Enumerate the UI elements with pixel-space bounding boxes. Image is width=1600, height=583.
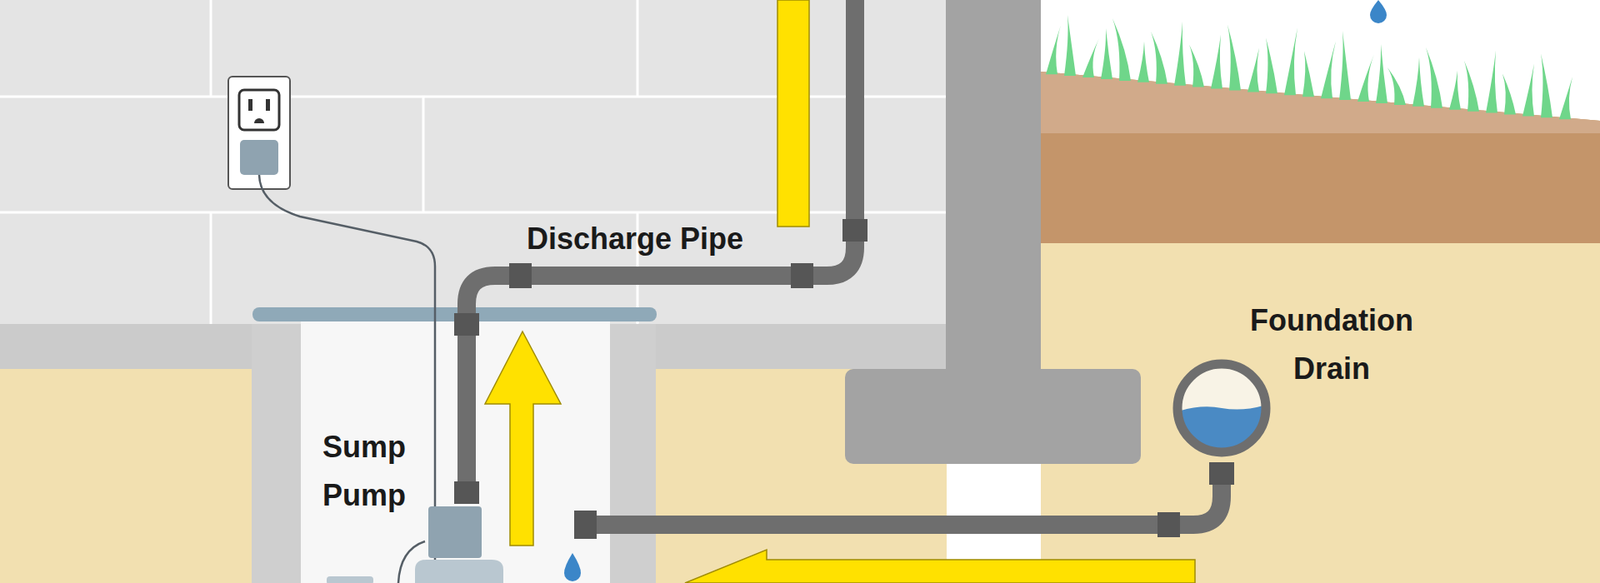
float-wire — [398, 541, 425, 583]
footing — [845, 369, 1141, 465]
grass-blade — [1540, 53, 1553, 118]
drain-pipe — [583, 462, 1222, 525]
grass-blade — [1339, 30, 1351, 100]
grass-blade — [1320, 40, 1336, 99]
grass-blade — [1425, 47, 1443, 109]
grass-blade — [1502, 74, 1516, 115]
soil-sand — [1040, 71, 1600, 583]
flow-arrow — [485, 331, 561, 546]
outlet-slot — [265, 99, 270, 111]
flow-arrow — [685, 550, 1195, 583]
wall-outlet — [228, 76, 290, 190]
grass-blade — [1082, 38, 1100, 78]
grass-blade — [1064, 15, 1076, 76]
sump-pit — [300, 321, 610, 583]
pump-body — [415, 560, 504, 583]
grass-blade — [1227, 24, 1241, 90]
outlet-face — [239, 90, 280, 130]
grass-blade — [1150, 31, 1168, 85]
grass-blade — [1357, 54, 1375, 102]
float-switch — [326, 576, 374, 583]
grass-blade — [1189, 45, 1205, 88]
part-label: Sump Pump — [305, 423, 423, 520]
pump-motor — [428, 506, 482, 559]
grass-blade — [1112, 18, 1131, 81]
soil-top — [1040, 71, 1600, 134]
grass-blade — [1284, 27, 1298, 95]
grass-blade — [1522, 63, 1535, 116]
grass-blade — [1210, 35, 1223, 90]
grass-blade — [1265, 37, 1278, 94]
grass-blade — [1449, 70, 1461, 110]
plug — [240, 140, 279, 175]
grass-blade — [1412, 57, 1425, 107]
grass-blade — [1302, 50, 1315, 97]
grass-blade — [1464, 60, 1480, 112]
water-drop — [1370, 0, 1387, 24]
water-drop — [564, 553, 581, 582]
grass-blade — [1100, 28, 1113, 80]
grass — [1045, 15, 1573, 120]
pipe-couplings — [454, 219, 868, 505]
grass-blade — [1045, 25, 1061, 75]
grass-blade — [1485, 50, 1498, 114]
flow-arrow — [777, 0, 810, 227]
grass-blade — [1375, 44, 1388, 104]
part-label: Discharge Pipe — [485, 215, 785, 264]
power-cord — [259, 175, 435, 583]
outlet-slot — [248, 99, 253, 111]
discharge-pipe — [466, 0, 855, 500]
outlet-ground — [254, 118, 265, 124]
grass-blade — [1174, 21, 1186, 86]
grass-blade — [1387, 67, 1406, 105]
foundation-wall — [945, 0, 1041, 375]
grass-blade — [1559, 76, 1573, 120]
drain-pipe-wall — [1177, 364, 1266, 453]
part-label: Foundation Drain — [1219, 296, 1445, 394]
soil-dark — [1040, 71, 1600, 244]
grass-blade — [1247, 47, 1260, 92]
pipe-couplings — [574, 462, 1235, 540]
grass-blade — [1137, 41, 1150, 83]
